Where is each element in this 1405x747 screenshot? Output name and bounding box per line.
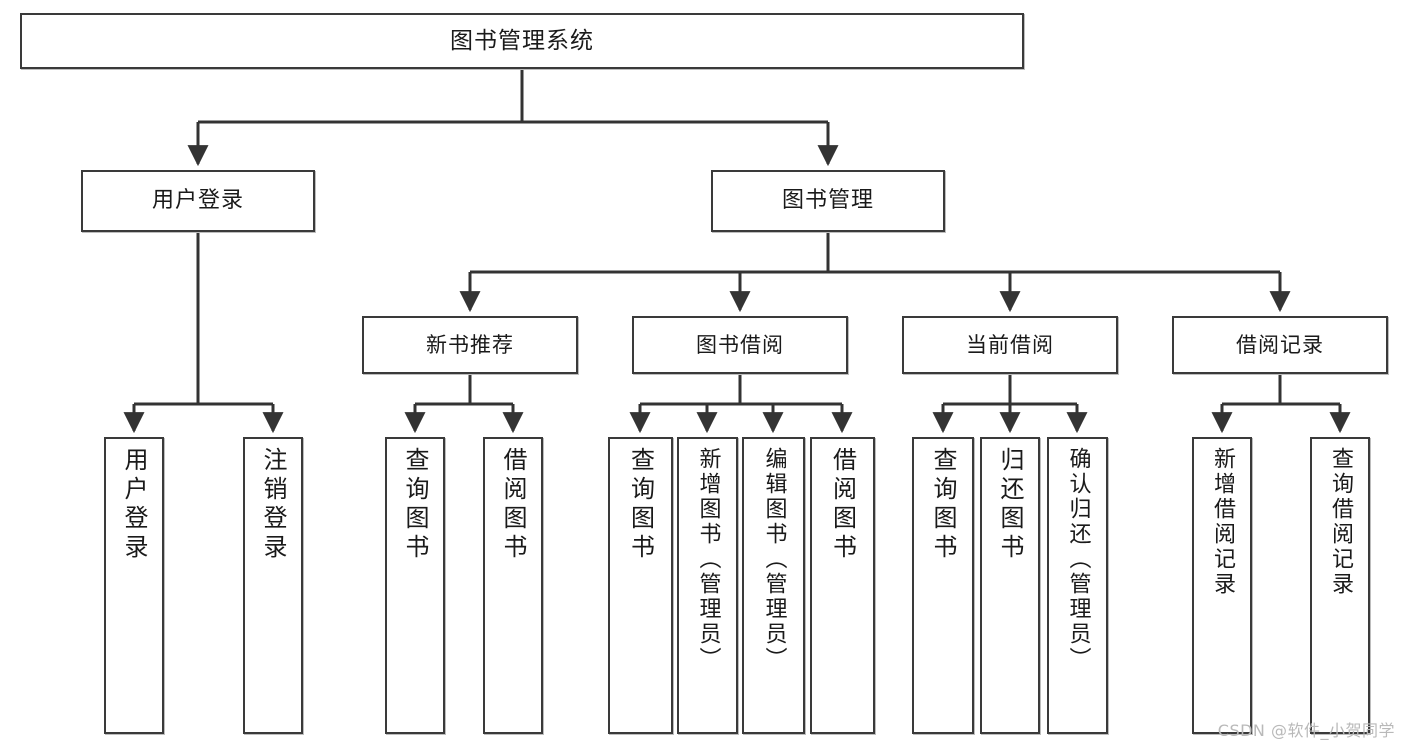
node-leaf-return-book[interactable]: 归还图书 — [980, 437, 1040, 734]
node-leaf-edit-book[interactable]: 编辑图书（管理员） — [742, 437, 805, 734]
node-label: 查询图书 — [626, 447, 655, 563]
node-label: 新增图书（管理员） — [695, 447, 721, 672]
node-leaf-query-record[interactable]: 查询借阅记录 — [1310, 437, 1370, 734]
node-leaf-query-book-2[interactable]: 查询图书 — [608, 437, 673, 734]
node-leaf-borrow-book-2[interactable]: 借阅图书 — [810, 437, 875, 734]
node-label: 查询图书 — [401, 447, 429, 563]
node-new-book-rec[interactable]: 新书推荐 — [362, 316, 578, 374]
node-book-borrow[interactable]: 图书借阅 — [632, 316, 848, 374]
node-label: 图书管理 — [781, 188, 874, 214]
node-label: 当前借阅 — [966, 332, 1054, 357]
node-label: 新增借阅记录 — [1210, 447, 1235, 597]
node-user-login[interactable]: 用户登录 — [81, 170, 315, 232]
node-label: 图书管理系统 — [450, 27, 594, 54]
node-root-system[interactable]: 图书管理系统 — [20, 13, 1024, 69]
node-label: 用户登录 — [120, 447, 148, 563]
node-label: 归还图书 — [996, 447, 1024, 563]
node-leaf-query-book-1[interactable]: 查询图书 — [385, 437, 445, 734]
node-label: 新书推荐 — [426, 332, 514, 357]
node-leaf-query-book-3[interactable]: 查询图书 — [912, 437, 974, 734]
node-label: 借阅图书 — [499, 447, 527, 563]
node-book-manage[interactable]: 图书管理 — [711, 170, 945, 232]
node-label: 查询借阅记录 — [1328, 447, 1353, 597]
node-label: 借阅图书 — [828, 447, 857, 563]
node-leaf-add-book[interactable]: 新增图书（管理员） — [677, 437, 738, 734]
node-label: 图书借阅 — [696, 332, 784, 357]
node-leaf-confirm-return[interactable]: 确认归还（管理员） — [1047, 437, 1108, 734]
node-label: 编辑图书（管理员） — [761, 447, 787, 672]
node-leaf-add-record[interactable]: 新增借阅记录 — [1192, 437, 1252, 734]
node-leaf-borrow-book-1[interactable]: 借阅图书 — [483, 437, 543, 734]
node-current-borrow[interactable]: 当前借阅 — [902, 316, 1118, 374]
node-leaf-logout[interactable]: 注销登录 — [243, 437, 303, 734]
node-label: 确认归还（管理员） — [1065, 447, 1091, 672]
node-leaf-user-login[interactable]: 用户登录 — [104, 437, 164, 734]
watermark-text: CSDN @软件_小贺同学 — [1217, 721, 1395, 740]
node-label: 借阅记录 — [1236, 332, 1324, 357]
node-label: 用户登录 — [151, 188, 244, 214]
node-label: 注销登录 — [259, 447, 287, 563]
node-label: 查询图书 — [929, 447, 957, 563]
node-borrow-record[interactable]: 借阅记录 — [1172, 316, 1388, 374]
